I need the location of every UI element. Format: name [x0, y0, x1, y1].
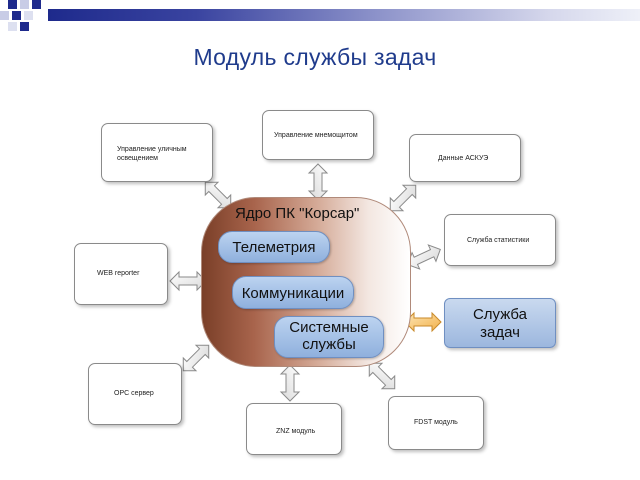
module-opc: OPC сервер: [88, 363, 182, 425]
core-title: Ядро ПК "Корсар": [235, 205, 360, 222]
module-mnemonic: Управление мнемощитом: [262, 110, 374, 160]
module-statistics: Служба статистики: [444, 214, 556, 266]
component-system-services: Системные службы: [274, 316, 384, 358]
module-askue: Данные АСКУЭ: [409, 134, 521, 182]
module-fdst: FDST модуль: [388, 396, 484, 450]
component-communications-label: Коммуникации: [241, 285, 345, 302]
module-opc-label: OPC сервер: [114, 390, 154, 397]
header-gradient-bar: [48, 9, 640, 21]
module-street-lighting: Управление уличным освещением: [101, 123, 213, 182]
module-street-lighting-label: Управление уличным освещением: [117, 146, 187, 162]
slide-title: Модуль службы задач: [193, 44, 437, 70]
module-askue-label: Данные АСКУЭ: [438, 155, 489, 162]
module-statistics-label: Служба статистики: [467, 237, 530, 244]
module-task-service: Служба задач: [444, 298, 556, 348]
module-znz: ZNZ модуль: [246, 403, 342, 455]
header-square: [8, 22, 17, 31]
module-mnemonic-label: Управление мнемощитом: [274, 132, 358, 139]
header-square: [24, 11, 33, 20]
module-task-service-line1: Служба: [472, 306, 528, 323]
arrow-mnemonic: [308, 163, 328, 201]
header-square: [12, 11, 21, 20]
module-znz-label: ZNZ модуль: [276, 428, 316, 435]
component-telemetry: Телеметрия: [218, 231, 330, 263]
arrow-znz: [280, 364, 300, 402]
module-task-service-line2: задач: [480, 324, 520, 341]
header-square: [8, 0, 17, 9]
module-web-reporter-label: WEB reporter: [97, 270, 140, 277]
arrow-opc: [176, 338, 216, 378]
header-decoration: [0, 0, 640, 34]
component-system-services-label: Системные службы: [289, 319, 369, 354]
component-telemetry-label: Телеметрия: [232, 239, 316, 256]
header-square: [0, 11, 9, 20]
header-square: [20, 0, 29, 9]
module-fdst-label: FDST модуль: [414, 419, 458, 426]
module-web-reporter: WEB reporter: [74, 243, 168, 305]
header-square: [20, 22, 29, 31]
component-communications: Коммуникации: [232, 276, 354, 309]
header-square: [32, 0, 41, 9]
